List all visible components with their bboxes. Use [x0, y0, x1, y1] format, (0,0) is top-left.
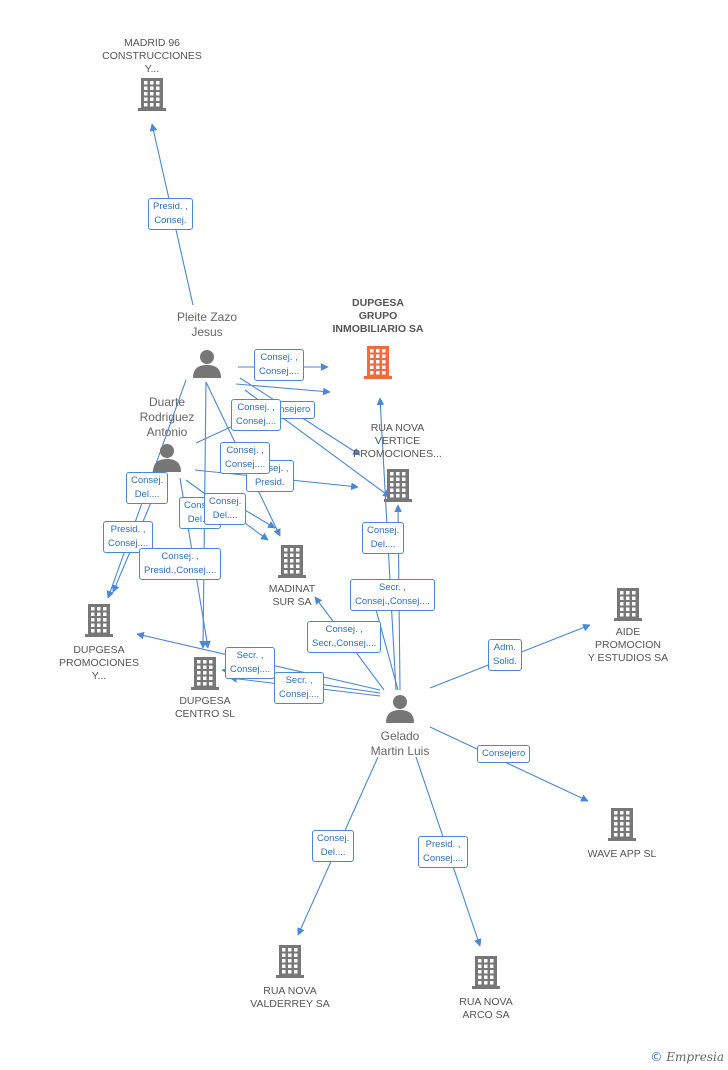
person-icon	[193, 350, 221, 378]
person-node-gelado-martin[interactable]: Gelado Martin Luis	[355, 693, 445, 759]
edge-label: Presid. , Consej....	[103, 521, 154, 553]
company-node-madinat-sur[interactable]: MADINAT SUR SA	[252, 543, 332, 609]
person-label: Duarte Rodriguez Antonio	[139, 395, 195, 439]
company-label: RUA NOVA VALDERREY SA	[250, 985, 330, 1010]
company-node-dupgesa-grupo[interactable]: DUPGESA GRUPO INMOBILIARIO SA	[318, 297, 438, 380]
company-node-rua-nova-valderrey[interactable]: RUA NOVA VALDERREY SA	[240, 943, 340, 1011]
building-icon	[472, 956, 500, 989]
company-label: DUPGESA CENTRO SL	[174, 695, 236, 720]
person-label: Pleite Zazo Jesus	[176, 310, 238, 339]
company-label: WAVE APP SL	[587, 848, 657, 860]
person-icon	[386, 695, 414, 723]
brand-name: Empresia	[666, 1050, 724, 1064]
edge-label: Secr. , Consej.,Consej....	[350, 579, 435, 611]
brand-logo: © Empresia	[650, 1050, 724, 1064]
company-node-wave-app[interactable]: WAVE APP SL	[572, 806, 672, 861]
edge-label: Secr. , Consej....	[274, 672, 325, 704]
company-label: MADINAT SUR SA	[268, 583, 316, 608]
edge-label: Consej. , Consej....	[220, 442, 271, 474]
edge-label: Secr. , Consej....	[225, 647, 276, 679]
person-node-pleite-zazo[interactable]: Pleite Zazo Jesus	[162, 310, 252, 378]
relationship-edge	[429, 726, 589, 802]
company-node-rua-nova-vertice[interactable]: RUA NOVA VERTICE PROMOCIONES...	[340, 422, 455, 503]
edge-label: Consej. , Consej....	[254, 349, 305, 381]
edge-label: Consej. Del....	[126, 472, 169, 504]
building-icon	[278, 545, 306, 578]
company-node-dupgesa-promociones[interactable]: DUPGESA PROMOCIONES Y...	[44, 602, 154, 683]
building-icon	[191, 657, 219, 690]
edge-label: Consej. Del....	[312, 830, 355, 862]
company-label: RUA NOVA ARCO SA	[459, 996, 513, 1021]
person-label: Gelado Martin Luis	[370, 729, 430, 758]
company-node-madrid96[interactable]: MADRID 96 CONSTRUCCIONES Y...	[92, 37, 212, 112]
company-node-dupgesa-centro[interactable]: DUPGESA CENTRO SL	[165, 655, 245, 721]
copyright-symbol: ©	[650, 1050, 663, 1064]
edge-label: Consej. , Secr.,Consej....	[307, 621, 382, 653]
edge-label: Adm. Solid.	[488, 639, 522, 671]
edge-label: Consej. Del....	[362, 522, 405, 554]
building-icon	[608, 808, 636, 841]
company-node-rua-nova-arco[interactable]: RUA NOVA ARCO SA	[446, 954, 526, 1022]
building-icon	[614, 588, 642, 621]
person-node-duarte-rodriguez[interactable]: Duarte Rodriguez Antonio	[122, 395, 212, 472]
company-node-aide[interactable]: AIDE PROMOCION Y ESTUDIOS SA	[578, 586, 678, 665]
company-label: DUPGESA GRUPO INMOBILIARIO SA	[332, 297, 424, 335]
company-label: MADRID 96 CONSTRUCCIONES Y...	[102, 37, 202, 75]
company-label: DUPGESA PROMOCIONES Y...	[59, 644, 139, 682]
building-icon	[276, 945, 304, 978]
edge-label: Consej. , Presid.,Consej....	[139, 548, 222, 580]
edges	[106, 123, 591, 947]
edge-label: Presid. , Consej.	[148, 198, 193, 230]
building-icon	[383, 469, 412, 502]
building-icon	[138, 78, 166, 111]
person-icon	[153, 444, 181, 472]
company-label: RUA NOVA VERTICE PROMOCIONES...	[353, 422, 442, 460]
building-icon	[364, 346, 392, 379]
building-icon	[85, 604, 113, 637]
company-label: AIDE PROMOCION Y ESTUDIOS SA	[587, 626, 669, 664]
edge-label: Consej. Del....	[204, 493, 247, 525]
edge-label: Presid. , Consej....	[418, 836, 469, 868]
edge-label: Consej. , Consej....	[231, 399, 282, 431]
relationship-edge	[235, 383, 331, 396]
edge-label: Consejero	[477, 745, 531, 763]
